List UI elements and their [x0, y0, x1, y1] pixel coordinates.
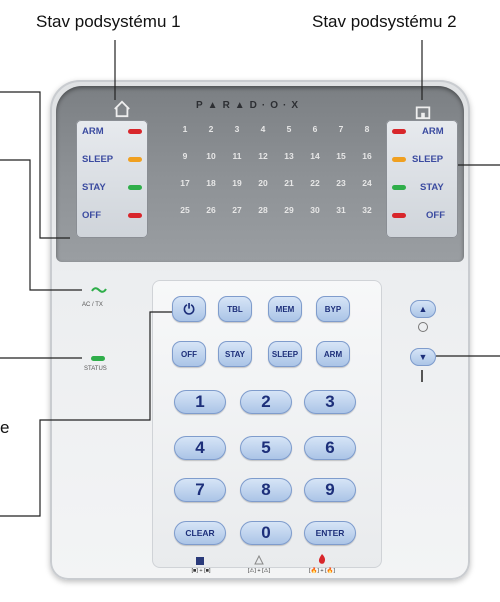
zone-number: 13: [284, 151, 294, 161]
zone-number: 15: [336, 151, 346, 161]
zone-number: 24: [362, 178, 372, 188]
key-4[interactable]: 4: [174, 436, 226, 460]
enter-button[interactable]: ENTER: [304, 521, 356, 545]
zone-number: 12: [258, 151, 268, 161]
status-box-left: ARM SLEEP STAY OFF: [76, 120, 148, 238]
ac-label: AC / TX: [82, 302, 103, 308]
zone-number: 30: [310, 205, 320, 215]
house-icon-1: [114, 100, 130, 118]
status-indicator-label: STATUS: [84, 366, 107, 372]
zone-number: 5: [286, 124, 292, 134]
panic-2-label: [⚠] + [⚠]: [247, 568, 271, 574]
zone-number: 10: [206, 151, 216, 161]
key-9[interactable]: 9: [304, 478, 356, 502]
key-8[interactable]: 8: [240, 478, 292, 502]
zone-number: 29: [284, 205, 294, 215]
off-button[interactable]: OFF: [172, 341, 206, 367]
key-3[interactable]: 3: [304, 390, 356, 414]
zone-number: 20: [258, 178, 268, 188]
zone-number: 7: [338, 124, 344, 134]
zone-number: 26: [206, 205, 216, 215]
mem-button[interactable]: MEM: [268, 296, 302, 322]
zone-number: 28: [258, 205, 268, 215]
clear-button[interactable]: CLEAR: [174, 521, 226, 545]
led-stay-2: [392, 185, 406, 190]
tbl-button[interactable]: TBL: [218, 296, 252, 322]
zone-number: 23: [336, 178, 346, 188]
zone-number: 14: [310, 151, 320, 161]
caption-subsystem-1: Stav podsystému 1: [36, 12, 181, 31]
brand-logo: P▲R▲D·O·X: [196, 100, 304, 111]
status-stay-label-2: STAY: [420, 182, 444, 193]
zone-number: 21: [284, 178, 294, 188]
led-sleep-2: [392, 157, 406, 162]
panic-2-icon: [254, 555, 264, 565]
up-arrow-button[interactable]: ▲: [410, 300, 436, 318]
zone-number: 18: [206, 178, 216, 188]
status-led: [91, 356, 105, 361]
status-off-label: OFF: [82, 210, 101, 221]
caption-subsystem-2: Stav podsystému 2: [312, 12, 457, 31]
led-arm: [128, 129, 142, 134]
zone-number: 4: [260, 124, 266, 134]
status-sleep-label: SLEEP: [82, 154, 114, 165]
down-indicator-icon: [421, 370, 423, 382]
zone-number: 6: [312, 124, 318, 134]
panic-1-label: [■] + [■]: [191, 568, 211, 574]
up-indicator-icon: [418, 322, 428, 332]
zone-number: 27: [232, 205, 242, 215]
key-1[interactable]: 1: [174, 390, 226, 414]
keys-panel: [152, 280, 382, 568]
ac-power-icon: [91, 287, 107, 293]
led-off-2: [392, 213, 406, 218]
status-arm-label-2: ARM: [422, 126, 444, 137]
partial-label: e: [0, 418, 10, 437]
power-button[interactable]: ⏻: [172, 296, 206, 322]
key-2[interactable]: 2: [240, 390, 292, 414]
zone-number: 16: [362, 151, 372, 161]
key-6[interactable]: 6: [304, 436, 356, 460]
zone-number: 3: [234, 124, 240, 134]
zone-number: 1: [182, 124, 188, 134]
arm-button[interactable]: ARM: [316, 341, 350, 367]
zone-number: 2: [208, 124, 214, 134]
key-5[interactable]: 5: [240, 436, 292, 460]
fire-icon: [318, 554, 326, 564]
stay-button[interactable]: STAY: [218, 341, 252, 367]
led-sleep: [128, 157, 142, 162]
status-stay-label: STAY: [82, 182, 106, 193]
zone-number: 17: [180, 178, 190, 188]
sleep-button[interactable]: SLEEP: [268, 341, 302, 367]
zone-number: 8: [364, 124, 370, 134]
zone-number: 32: [362, 205, 372, 215]
zone-number: 11: [232, 151, 242, 161]
key-0[interactable]: 0: [240, 521, 292, 545]
zone-number: 9: [182, 151, 188, 161]
status-sleep-label-2: SLEEP: [412, 154, 444, 165]
panic-1-icon: [196, 557, 204, 565]
status-box-right: ARM SLEEP STAY OFF: [386, 120, 458, 238]
led-stay: [128, 185, 142, 190]
zone-number: 31: [336, 205, 346, 215]
zone-number: 25: [180, 205, 190, 215]
status-off-label-2: OFF: [426, 210, 445, 221]
key-7[interactable]: 7: [174, 478, 226, 502]
led-off: [128, 213, 142, 218]
zone-number: 22: [310, 178, 320, 188]
led-arm-2: [392, 129, 406, 134]
down-arrow-button[interactable]: ▼: [410, 348, 436, 366]
byp-button[interactable]: BYP: [316, 296, 350, 322]
house-icon-2: [415, 106, 431, 120]
zone-number: 19: [232, 178, 242, 188]
panic-3-label: [🔥] + [🔥]: [308, 568, 336, 574]
status-arm-label: ARM: [82, 126, 104, 137]
